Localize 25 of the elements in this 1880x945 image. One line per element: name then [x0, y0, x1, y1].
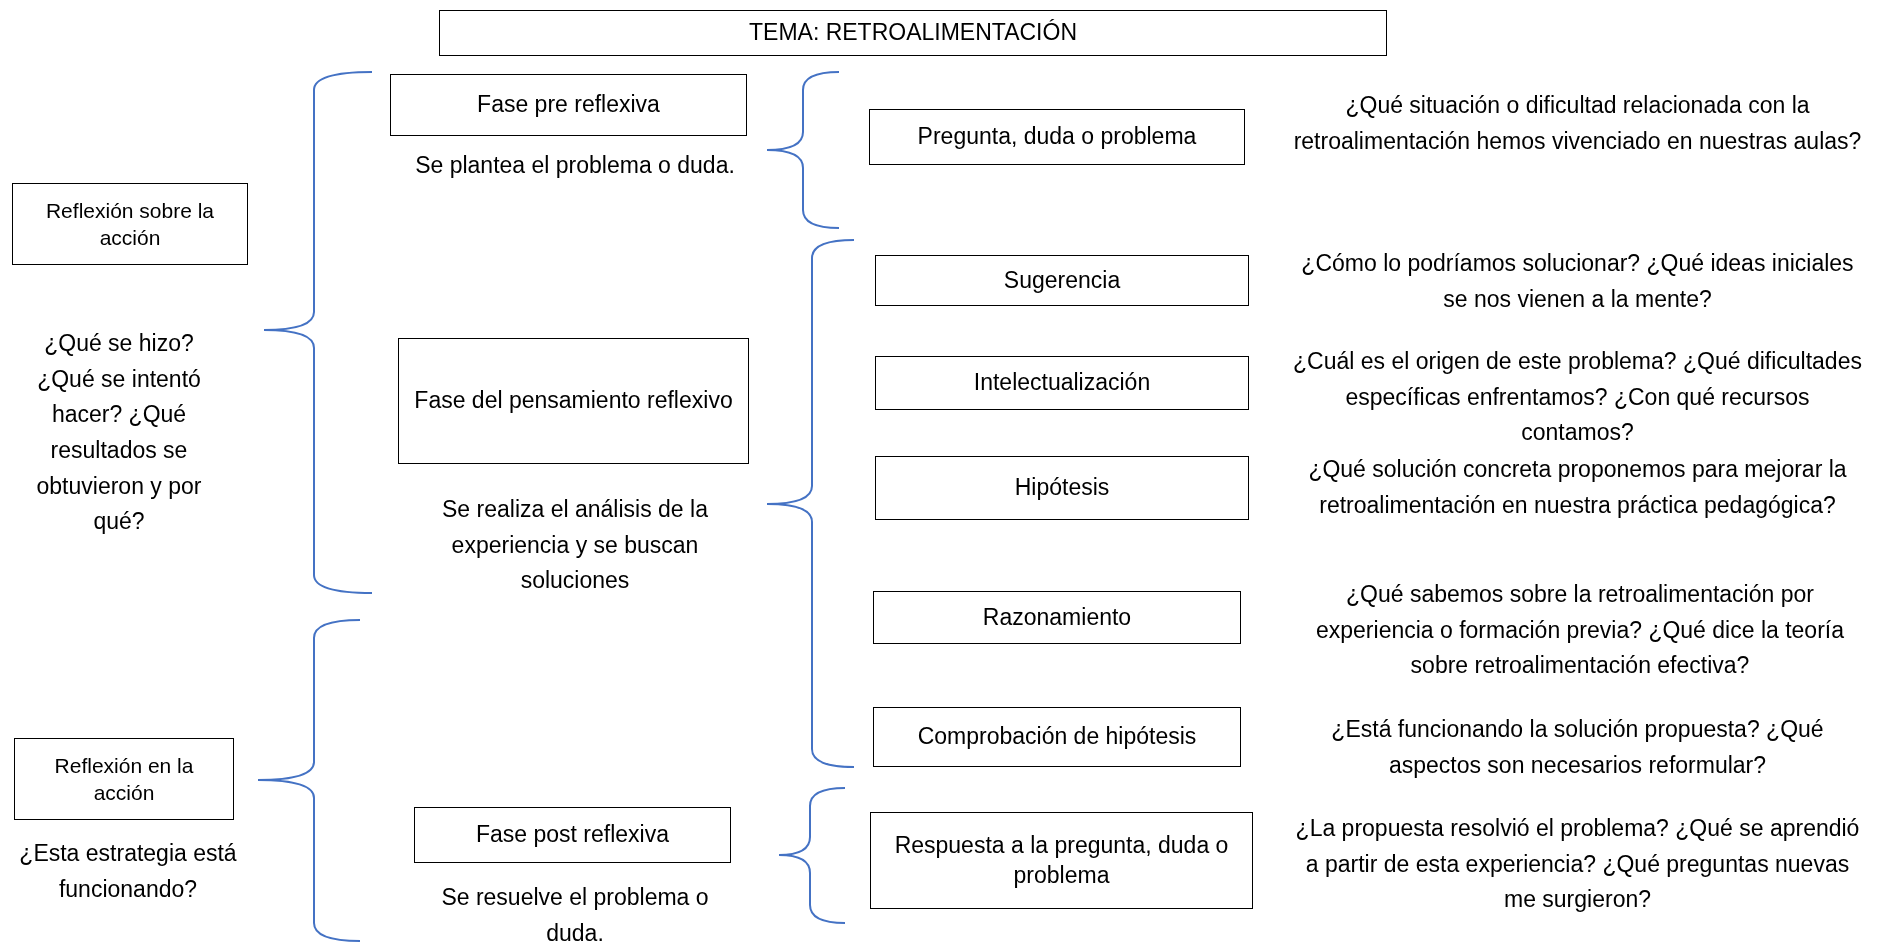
note-text: Se realiza el análisis de la experiencia y se buscan soluciones [441, 495, 709, 596]
text-box: Fase pre reflexiva [390, 74, 747, 136]
text-box: Sugerencia [875, 255, 1249, 306]
text-box: Hipótesis [875, 456, 1249, 520]
note-text: ¿Cuál es el origen de este problema? ¿Qué dificultades específicas enfrentamos? ¿Con qué recursos contamos? [1292, 347, 1863, 448]
note-text: ¿Esta estrategia está funcionando? [18, 839, 238, 904]
note-text: ¿Qué sabemos sobre la retroalimentación por experiencia o formación previa? ¿Qué dice la teoría sobre retroalimentación efectiva? [1315, 580, 1845, 681]
note-text: ¿Qué solución concreta proponemos para mejorar la retroalimentación en nuestra práctica pedagógica? [1307, 455, 1848, 520]
text-box: Intelectualización [875, 356, 1249, 410]
text-box: Fase del pensamiento reflexivo [398, 338, 749, 464]
text-box: Respuesta a la pregunta, duda o problema [870, 812, 1253, 909]
text-box: Reflexión en la acción [14, 738, 234, 820]
text-box: Comprobación de hipótesis [873, 707, 1241, 767]
title-box: TEMA: RETROALIMENTACIÓN [439, 10, 1387, 56]
text-box: Reflexión sobre la acción [12, 183, 248, 265]
note-text: ¿Cómo lo podríamos solucionar? ¿Qué ideas iniciales se nos vienen a la mente? [1300, 249, 1855, 314]
note-text: Se plantea el problema o duda. [414, 151, 736, 180]
text-box: Pregunta, duda o problema [869, 109, 1245, 165]
question-text: ¿Qué se hizo? ¿Qué se intentó hacer? ¿Qué resultados se obtuvieron y por qué? [35, 329, 203, 537]
note-text: Se resuelve el problema o duda. [440, 883, 710, 945]
note-text: ¿Está funcionando la solución propuesta? ¿Qué aspectos son necesarios reformular? [1330, 715, 1825, 780]
text-box: Fase post reflexiva [414, 807, 731, 863]
note-text: ¿Qué situación o dificultad relacionada con la retroalimentación hemos vivenciado en nuestras aulas? [1292, 91, 1863, 156]
text-box: Razonamiento [873, 591, 1241, 644]
note-text: ¿La propuesta resolvió el problema? ¿Qué se aprendió a partir de esta experiencia? ¿Qué preguntas nuevas me surgieron? [1294, 814, 1861, 915]
